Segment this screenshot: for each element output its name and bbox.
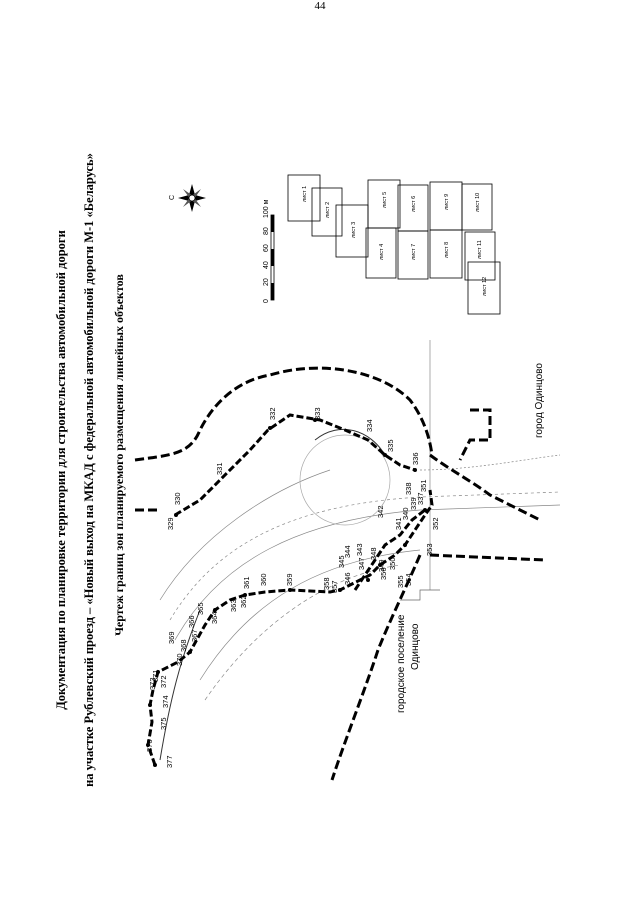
point-label: 359 <box>285 573 294 586</box>
page-number: 44 <box>314 0 326 12</box>
point-label: 349 <box>377 559 386 572</box>
boundary-points <box>146 418 427 767</box>
point-label: 333 <box>313 407 322 420</box>
point-label: 336 <box>411 452 420 465</box>
point-label: 361 <box>242 576 251 589</box>
sheet-5-frame <box>367 179 401 229</box>
point-label: 338 <box>404 482 413 495</box>
point-label: 350 <box>388 557 397 570</box>
city-label: город Одинцово <box>534 363 545 438</box>
point-label: 345 <box>337 555 346 568</box>
point-label: 374 <box>161 695 170 708</box>
settlement-label: городское поселение <box>396 614 407 713</box>
point-label: 372 <box>159 675 168 688</box>
scale-tick: 60 <box>263 244 270 252</box>
point-label: 364 <box>210 611 219 624</box>
sheet-label: лист 9 <box>444 194 450 210</box>
zone-boundary <box>134 366 546 781</box>
point-label: 340 <box>401 507 410 520</box>
sheet-label: лист 2 <box>325 202 331 218</box>
point-label: 358 <box>322 577 331 590</box>
point-label: 346 <box>343 572 352 585</box>
sheet-label: лист 4 <box>379 244 385 260</box>
sheet-label: лист 7 <box>411 244 417 260</box>
point-label: 362 <box>239 595 248 608</box>
scale-tick: 20 <box>263 278 270 286</box>
sheet-label: лист 11 <box>477 240 483 259</box>
scale-tick: 80 <box>263 227 270 235</box>
point-label: 356 <box>379 567 388 580</box>
point-label: 368 <box>179 639 188 652</box>
point-label: 365 <box>196 602 205 615</box>
north-letter: С <box>169 195 176 200</box>
scale-tick: 40 <box>263 261 270 269</box>
point-label: 366 <box>187 615 196 628</box>
point-label: 341 <box>394 517 403 530</box>
sheet-label: лист 8 <box>444 242 450 258</box>
point-label: 343 <box>355 543 364 556</box>
scale-tick: 0 <box>263 299 270 303</box>
point-label: 355 <box>396 575 405 588</box>
point-label: 373 <box>148 677 157 690</box>
sheet-12-frame <box>467 261 501 315</box>
scale-tick: 100 м <box>263 199 270 218</box>
point-label: 329 <box>166 517 175 530</box>
sheet-label: лист 1 <box>302 186 308 202</box>
point-label: 371 <box>151 669 160 682</box>
point-label: 353 <box>425 543 434 556</box>
point-label: 331 <box>215 462 224 475</box>
sheet-label: лист 3 <box>351 222 357 238</box>
sheet-1-frame <box>287 174 321 222</box>
sheet-3-frame <box>335 204 369 258</box>
point-label: 377 <box>165 755 174 768</box>
point-labels: 329 330 331 332 333 334 335 336 337 338 … <box>145 407 440 768</box>
sheet-index <box>287 174 501 315</box>
point-label: 332 <box>268 407 277 420</box>
sheet-label: лист 10 <box>475 193 481 212</box>
point-label: 348 <box>369 547 378 560</box>
compass-rose-icon: С <box>169 184 206 212</box>
point-label: 375 <box>159 717 168 730</box>
point-label: 354 <box>404 573 413 586</box>
point-label: 342 <box>376 505 385 518</box>
point-label: 367 <box>190 629 199 642</box>
point-label: 351 <box>419 479 428 492</box>
point-label: 337 <box>416 492 425 505</box>
sheet-label: лист 6 <box>411 196 417 212</box>
point-label: 376 <box>145 739 154 752</box>
sheet-label: лист 5 <box>382 192 388 208</box>
point-label: 357 <box>330 580 339 593</box>
sheet-10-frame <box>461 183 493 231</box>
point-label: 369 <box>167 631 176 644</box>
point-label: 330 <box>173 492 182 505</box>
point-label: 335 <box>386 439 395 452</box>
point-label: 334 <box>365 419 374 432</box>
sheet-2-frame <box>311 187 343 237</box>
point-label: 352 <box>431 517 440 530</box>
point-label: 363 <box>229 599 238 612</box>
point-label: 360 <box>259 573 268 586</box>
scale-bar: 0 20 40 60 80 100 м <box>263 199 275 303</box>
point-label: 370 <box>175 653 184 666</box>
sheet-labels: лист 1 лист 2 лист 3 лист 4 лист 5 лист … <box>302 186 488 296</box>
settlement-label: Одинцово <box>410 623 421 670</box>
sheet-7-frame <box>397 230 429 280</box>
point-label: 347 <box>357 557 366 570</box>
point-label: 344 <box>343 545 352 558</box>
sheet-11-frame <box>464 231 496 281</box>
sheet-label: лист 12 <box>482 277 488 296</box>
point-label: 339 <box>409 497 418 510</box>
